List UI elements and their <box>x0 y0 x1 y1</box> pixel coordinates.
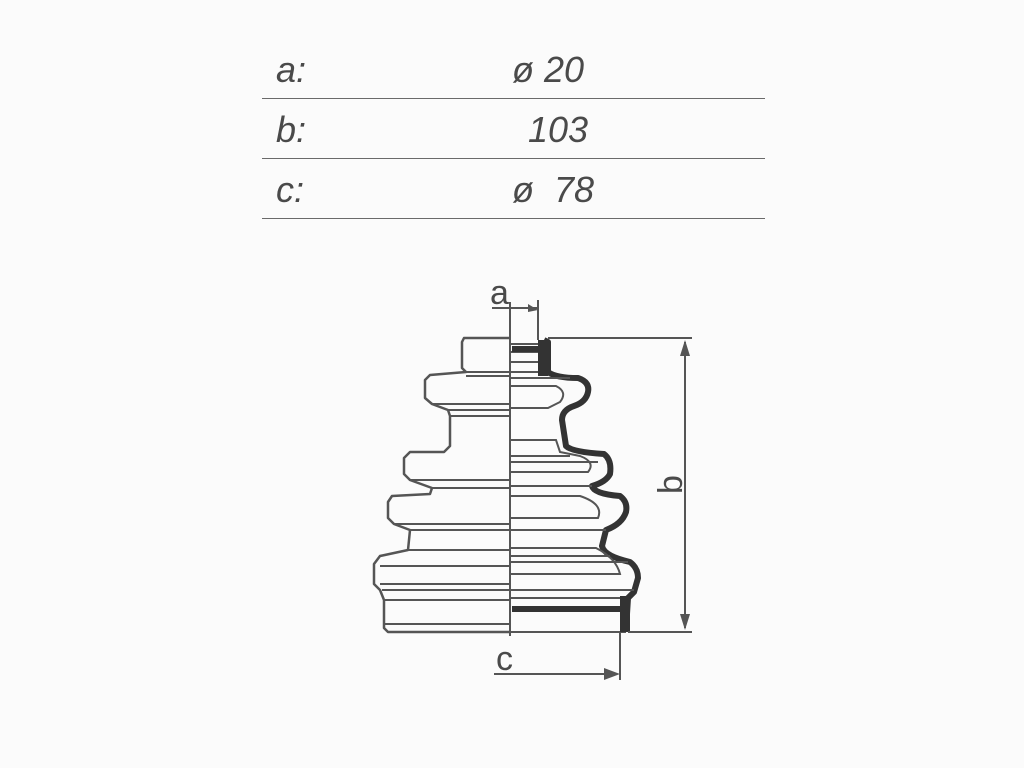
dimension-b-arrow-bottom <box>680 614 690 630</box>
dimension-b-arrow-top <box>680 340 690 356</box>
boot-section-lines <box>510 343 634 633</box>
dimension-value-a: ø 20 <box>512 49 585 90</box>
dimension-c-indicator <box>494 632 621 680</box>
dimension-value-c: ø 78 <box>512 169 595 210</box>
boot-exterior-outline <box>372 336 510 634</box>
large-clamp-band <box>512 606 624 612</box>
dimension-row-b: b: 103 <box>262 102 765 159</box>
dimension-c-arrowhead <box>604 668 620 680</box>
dimension-key-a: a: <box>276 49 307 90</box>
boot-section-wall <box>542 337 641 631</box>
dimension-a-arrowhead <box>528 304 538 312</box>
dimension-row-a: a: ø 20 <box>262 42 765 99</box>
large-end-seal <box>620 596 630 632</box>
dimension-a-label: a <box>490 274 509 312</box>
dimension-value-b: 103 <box>528 109 589 150</box>
dimension-b-label: b <box>652 475 690 494</box>
dimension-b-indicator <box>548 337 692 633</box>
small-end-seal <box>538 340 548 376</box>
dimension-row-c: c: ø 78 <box>262 162 765 219</box>
small-clamp-band <box>512 346 538 352</box>
dimension-key-b: b: <box>276 109 307 150</box>
dimension-c-label: c <box>496 640 513 678</box>
boot-exterior-ribs <box>380 371 510 625</box>
dimension-key-c: c: <box>276 169 305 210</box>
